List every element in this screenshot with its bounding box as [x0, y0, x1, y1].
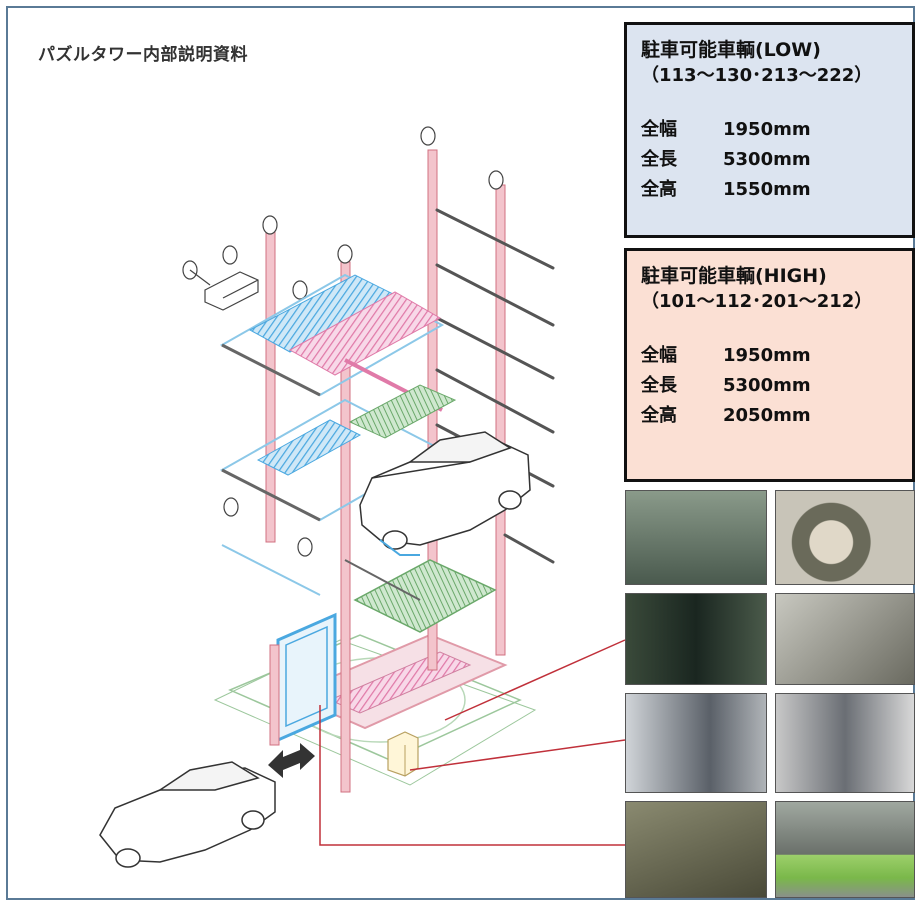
- photo-conveyor-track: [625, 490, 767, 585]
- document-title: パズルタワー内部説明資料: [38, 45, 248, 65]
- entry-arrow-icon: [268, 743, 315, 778]
- pillar-caps: [182, 126, 504, 557]
- upper-level-frame: [219, 273, 445, 412]
- side-brackets: [435, 208, 555, 564]
- spec-value: 2050mm: [723, 405, 811, 426]
- middle-level-frame: [219, 384, 457, 522]
- spec-high-row-length: 全長 5300mm: [641, 371, 898, 401]
- photo-pallet-mechanism: [775, 593, 915, 685]
- spec-value: 5300mm: [723, 375, 811, 396]
- photo-sensor-unit: [775, 801, 915, 898]
- spec-label: 全高: [641, 405, 677, 426]
- spec-label: 全幅: [641, 345, 677, 366]
- photo-tower-interior: [625, 593, 767, 685]
- spec-high-range: （101～112･201～212）: [641, 291, 873, 312]
- spec-box-low: 駐車可能車輌(LOW) （113～130･213～222） 全幅 1950mm …: [624, 22, 915, 238]
- control-box: [387, 731, 419, 777]
- photo-control-panel-1: [625, 693, 767, 793]
- spec-low-range: （113～130･213～222）: [641, 65, 873, 86]
- spec-high-title: 駐車可能車輌(HIGH): [641, 265, 827, 287]
- spec-low-title: 駐車可能車輌(LOW): [641, 39, 821, 61]
- spec-label: 全長: [641, 375, 677, 396]
- spec-value: 1550mm: [723, 179, 811, 200]
- car-outside: [99, 761, 276, 868]
- spec-label: 全幅: [641, 119, 677, 140]
- entrance-gate: [276, 612, 337, 743]
- spec-high-row-width: 全幅 1950mm: [641, 341, 898, 371]
- spec-value: 1950mm: [723, 119, 811, 140]
- callout-lines: [319, 639, 626, 846]
- spec-label: 全高: [641, 179, 677, 200]
- photo-drive-wheel: [775, 490, 915, 585]
- car-on-pallet: [359, 431, 531, 556]
- spec-value: 1950mm: [723, 345, 811, 366]
- lower-green-pallet: [221, 544, 497, 633]
- photo-gate-rail: [625, 801, 767, 898]
- photo-control-panel-2: [775, 693, 915, 793]
- drive-motor: [189, 269, 259, 311]
- spec-high-row-height: 全高 2050mm: [641, 401, 898, 431]
- spec-label: 全長: [641, 149, 677, 170]
- spec-low-row-length: 全長 5300mm: [641, 145, 898, 175]
- spec-box-high: 駐車可能車輌(HIGH) （101～112･201～212） 全幅 1950mm…: [624, 248, 915, 482]
- spec-low-row-width: 全幅 1950mm: [641, 115, 898, 145]
- spec-low-row-height: 全高 1550mm: [641, 175, 898, 205]
- spec-value: 5300mm: [723, 149, 811, 170]
